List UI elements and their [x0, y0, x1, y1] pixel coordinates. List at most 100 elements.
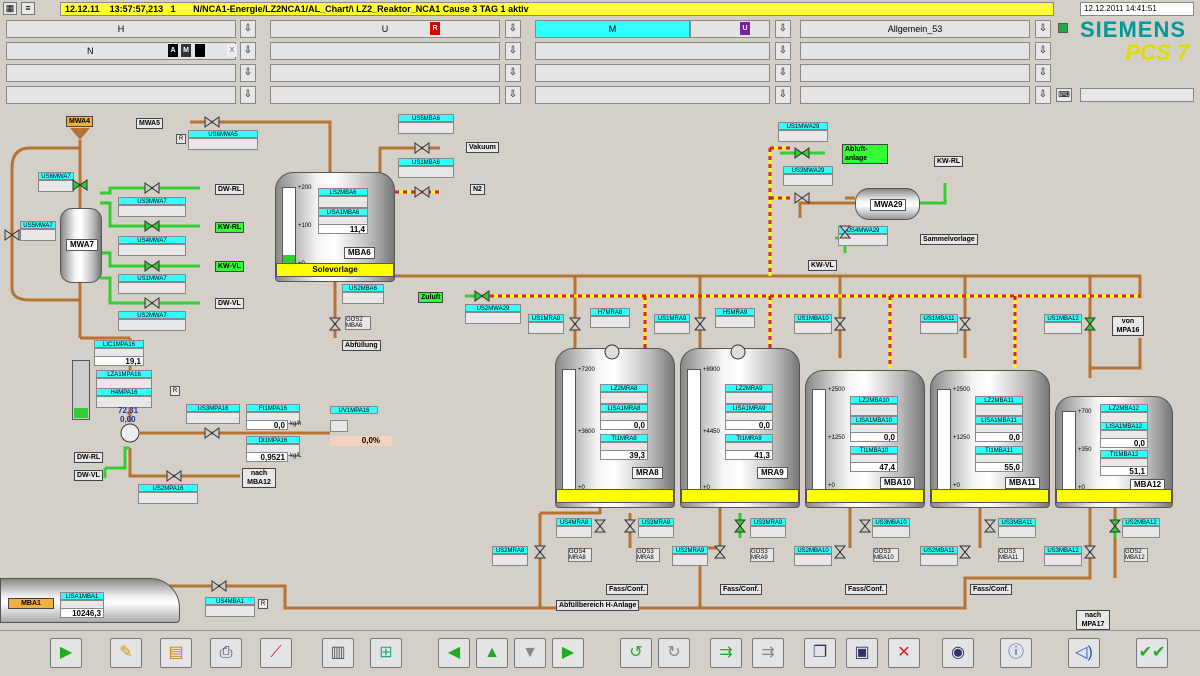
dw-vl-label[interactable]: DW-VL [215, 298, 244, 309]
nach-mba12-label[interactable]: nach MBA12 [242, 468, 276, 488]
block-us4mba1[interactable] [205, 605, 255, 617]
lisa1mra9-value[interactable]: 0,0 [725, 420, 773, 430]
area-row2-3-down-button[interactable]: ⇩ [775, 42, 791, 60]
area-row2-4-down-button[interactable]: ⇩ [1035, 42, 1051, 60]
block-us3mra9[interactable] [750, 526, 786, 538]
mwa5-r-button[interactable]: R [176, 134, 186, 144]
h4mpa16-percent[interactable]: 0,00 [120, 415, 136, 424]
save-icon[interactable]: ▣ [846, 638, 878, 668]
kw-rl2-label[interactable]: KW-RL [934, 156, 964, 167]
tag-us3mwa29[interactable]: US3MWA29 [783, 166, 833, 174]
lisa1mba10-value[interactable]: 0,0 [850, 432, 898, 442]
transfer-icon[interactable]: ⇉ [710, 638, 742, 668]
area-row3-1[interactable] [6, 64, 236, 82]
operator-field[interactable] [1080, 88, 1194, 102]
block-us1mba11[interactable] [920, 322, 958, 334]
kw-rl-label[interactable]: KW-RL [215, 222, 245, 233]
mwa7-heat-exchanger[interactable]: MWA7 [60, 208, 102, 283]
tag-lz2mba10[interactable]: LZ2MBA10 [850, 396, 898, 404]
area-m-ext[interactable] [690, 20, 770, 38]
mwa4-label[interactable]: MWA4 [66, 116, 93, 127]
picture-tree-icon[interactable]: ⊞ [370, 638, 402, 668]
area-row4-2-down-button[interactable]: ⇩ [505, 86, 521, 104]
trend-icon[interactable]: ⟋ [260, 638, 292, 668]
tag-us1mba6[interactable]: US1MBA6 [398, 158, 454, 166]
tag-us3mra8[interactable]: US3MRA8 [638, 518, 674, 526]
tag-us4mra8[interactable]: US4MRA8 [556, 518, 592, 526]
lisa1mba12-value[interactable]: 0,0 [1100, 438, 1148, 448]
mba1-label[interactable]: MBA1 [8, 598, 54, 609]
abfuellung-label[interactable]: Abfüllung [342, 340, 381, 351]
tag-us3mra9[interactable]: US3MRA9 [750, 518, 786, 526]
area-row2-3[interactable] [535, 42, 770, 60]
tag-ti1mra8[interactable]: TI1MRA8 [600, 434, 648, 442]
mba1-r-button[interactable]: R [258, 599, 268, 609]
alarm-list-icon[interactable]: ≡ [21, 2, 35, 15]
area-row3-2[interactable] [270, 64, 500, 82]
nach-mpa17-label[interactable]: nach MPA17 [1076, 610, 1110, 630]
tag-lza1mpa16[interactable]: LZA1MPA16 [96, 370, 152, 378]
fi1mpa16-value[interactable]: 0,0 [246, 420, 288, 430]
area-row4-3[interactable] [535, 86, 770, 104]
block-lz2mba10[interactable] [850, 404, 898, 416]
tag-us1mba12[interactable]: US1MBA12 [1044, 314, 1082, 322]
tag-us2mba6[interactable]: US2MBA6 [342, 284, 384, 292]
block-us2mra9[interactable] [672, 554, 708, 566]
tag-us1mwa29[interactable]: US1MWA29 [778, 122, 828, 130]
forward-icon[interactable]: ↻ [658, 638, 690, 668]
block-us1mwa7[interactable] [118, 282, 186, 294]
tag-us6mwa5[interactable]: US6MWA5 [188, 130, 258, 138]
tag-us4mwa29[interactable]: US4MWA29 [838, 226, 888, 234]
tag-lisa1mba12[interactable]: LISA1MBA12 [1100, 422, 1148, 430]
tag-us1mba10[interactable]: US1MBA10 [794, 314, 832, 322]
vakuum-label[interactable]: Vakuum [466, 142, 499, 153]
block-us3mra8[interactable] [638, 526, 674, 538]
gos4-mra8-box[interactable]: GOS4 MRA8 [568, 548, 592, 562]
gos3-mra9-box[interactable]: GOS3 MRA9 [750, 548, 774, 562]
tag-us4mwa7[interactable]: US4MWA7 [118, 236, 186, 244]
lisa1mba1-value[interactable]: 10246,3 [60, 608, 104, 618]
tag-us2mwa29[interactable]: US2MWA29 [465, 304, 521, 312]
h4mpa16-value[interactable]: 72,31 [118, 406, 139, 415]
tag-lisa1mba1[interactable]: LISA1MBA1 [60, 592, 104, 600]
block-us2mpa16[interactable] [138, 492, 198, 504]
area-row2-2-down-button[interactable]: ⇩ [505, 42, 521, 60]
transfer-disabled-icon[interactable]: ⇉ [752, 638, 784, 668]
tag-h7mra8[interactable]: H7MRA8 [590, 308, 630, 316]
area-h[interactable]: H [6, 20, 236, 38]
fass1-label[interactable]: Fass/Conf. [606, 584, 648, 595]
lisa1mra8-value[interactable]: 0,0 [600, 420, 648, 430]
block-us3mba12[interactable] [1044, 554, 1082, 566]
tag-us6mwa7[interactable]: US6MWA7 [38, 172, 74, 180]
mwa5-label[interactable]: MWA5 [136, 118, 163, 129]
mra8-vessel[interactable]: +7200 +3600 +0 MRA8 [555, 348, 675, 508]
horn-acknowledge-icon[interactable]: ◁) [1068, 638, 1100, 668]
tag-uv1mpa16[interactable]: UV1MPA16 [330, 406, 378, 414]
area-row4-1-down-button[interactable]: ⇩ [240, 86, 256, 104]
block-h5mra9[interactable] [715, 316, 755, 328]
block-us3mwa7[interactable] [118, 205, 186, 217]
gos3-mra8-box[interactable]: GOS3 MRA8 [636, 548, 660, 562]
block-us5mba6[interactable] [398, 122, 454, 134]
tag-di1mpa16[interactable]: DI1MPA16 [246, 436, 300, 444]
block-us3mpa16[interactable] [186, 412, 240, 424]
block-us1mba6[interactable] [398, 166, 454, 178]
area-row2-4[interactable] [800, 42, 1030, 60]
overview-icon[interactable]: ▦ [3, 2, 17, 15]
area-row2-2[interactable] [270, 42, 500, 60]
tag-us1mra9[interactable]: US1MRA9 [654, 314, 690, 322]
delete-icon[interactable]: ✕ [888, 638, 920, 668]
area-row3-3[interactable] [535, 64, 770, 82]
tag-lisa1mba10[interactable]: LISA1MBA10 [850, 416, 898, 424]
dw-rl2-label[interactable]: DW-RL [74, 452, 104, 463]
screen-view-icon[interactable]: ◉ [942, 638, 974, 668]
tag-us3mba10[interactable]: US3MBA10 [872, 518, 910, 526]
tag-lisa1mba6[interactable]: LISA1MBA6 [318, 208, 368, 216]
lisa1mba11-value[interactable]: 0,0 [975, 432, 1023, 442]
report-icon[interactable]: ▤ [160, 638, 192, 668]
tag-lisa1mba11[interactable]: LISA1MBA11 [975, 416, 1023, 424]
lic1mpa16-value[interactable]: 19,1 [94, 356, 144, 366]
block-us4mwa29[interactable] [838, 234, 888, 246]
kw-vl2-label[interactable]: KW-VL [808, 260, 837, 271]
block-h4mpa16[interactable] [96, 396, 152, 408]
